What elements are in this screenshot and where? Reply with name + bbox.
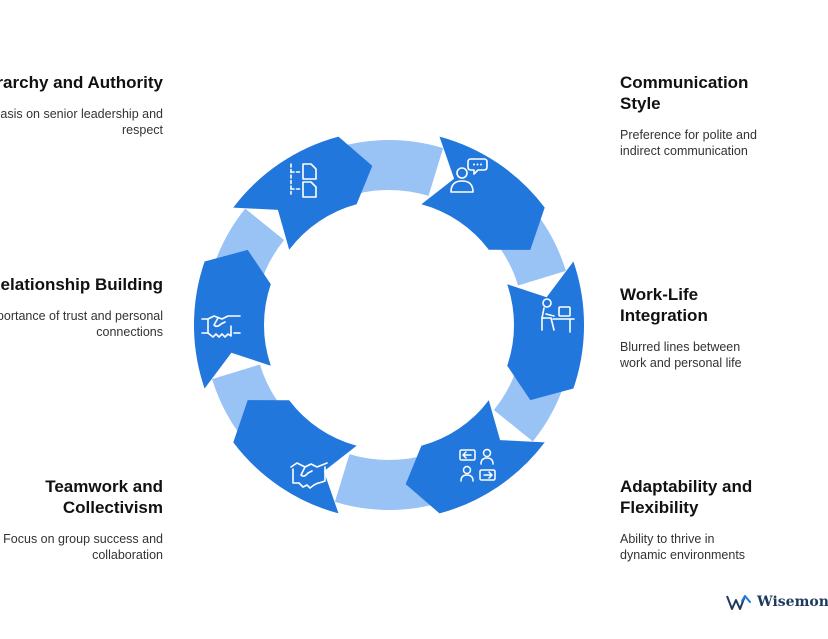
item-description: Ability to thrive in dynamic environment… bbox=[620, 532, 746, 562]
cycle-node-6 bbox=[193, 249, 271, 389]
label-communication-style: Communication Style Preference for polit… bbox=[620, 72, 780, 159]
cycle-node-3 bbox=[507, 261, 585, 401]
cycle-nodes bbox=[193, 136, 585, 514]
item-title: Relationship Building bbox=[0, 275, 163, 294]
item-title: Communication Style bbox=[620, 73, 749, 113]
item-title: Work-Life Integration bbox=[620, 285, 708, 325]
people-exchange-icon bbox=[459, 448, 496, 482]
cycle-node-5 bbox=[233, 400, 357, 514]
wisemonk-logo-icon bbox=[726, 595, 751, 610]
cycle-node-2 bbox=[421, 136, 545, 250]
brand-name: Wisemonk bbox=[757, 594, 828, 610]
label-work-life-integration: Work-Life Integration Blurred lines betw… bbox=[620, 284, 770, 371]
person-speech-icon bbox=[450, 158, 488, 193]
person-desk-icon bbox=[541, 298, 575, 333]
item-description: Blurred lines between work and personal … bbox=[620, 340, 742, 370]
item-description: Preference for polite and indirect commu… bbox=[620, 128, 757, 158]
item-description: Emphasis on senior leadership and respec… bbox=[0, 107, 163, 137]
item-title: Adaptability and Flexibility bbox=[620, 477, 753, 517]
node-icons bbox=[201, 158, 575, 489]
item-description: Importance of trust and personal connect… bbox=[0, 309, 163, 339]
item-title: Teamwork and Collectivism bbox=[45, 477, 163, 517]
org-chart-icon bbox=[290, 163, 317, 198]
item-description: Focus on group success and collaboration bbox=[3, 532, 163, 562]
label-relationship-building: Relationship Building Importance of trus… bbox=[0, 274, 163, 340]
brand: Wisemonk bbox=[726, 593, 828, 611]
label-teamwork-collectivism: Teamwork and Collectivism Focus on group… bbox=[0, 476, 163, 563]
label-hierarchy-authority: Hierarchy and Authority Emphasis on seni… bbox=[0, 72, 163, 138]
label-adaptability-flexibility: Adaptability and Flexibility Ability to … bbox=[620, 476, 760, 563]
handshake-icon bbox=[290, 462, 328, 489]
handshake-icon bbox=[201, 315, 241, 338]
item-title: Hierarchy and Authority bbox=[0, 73, 163, 92]
